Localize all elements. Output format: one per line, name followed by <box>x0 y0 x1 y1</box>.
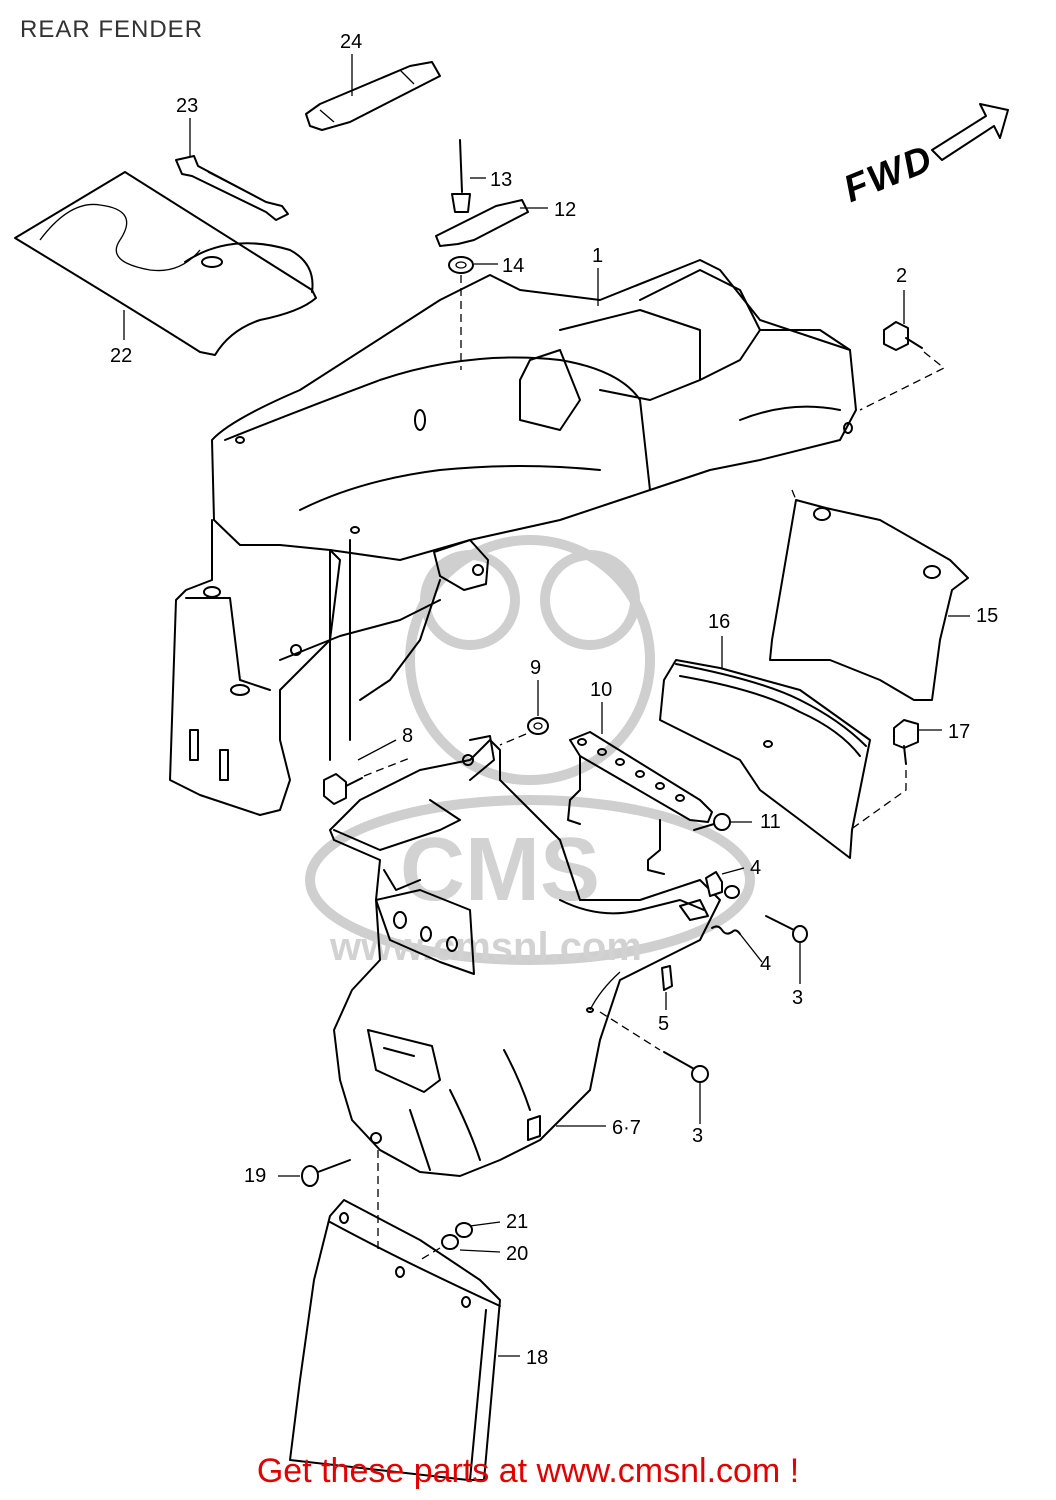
leader-lines <box>123 54 970 1357</box>
callout-9: 9 <box>530 657 541 679</box>
part-2-bolt <box>859 321 946 411</box>
callout-20: 20 <box>506 1243 528 1265</box>
part-16-panel <box>659 659 871 859</box>
part-22-cover <box>14 171 317 356</box>
part-4-clips <box>705 871 741 935</box>
watermark-site: www.cmsnl.com <box>329 925 642 969</box>
callout-6-7: 6·7 <box>612 1117 641 1139</box>
part-24-strap <box>305 61 441 131</box>
callout-17: 17 <box>948 721 970 743</box>
part-5-pin <box>661 965 673 991</box>
part-19-bolt <box>301 1150 379 1250</box>
callout-19: 19 <box>244 1165 266 1187</box>
callout-24: 24 <box>340 31 362 53</box>
part-10-bracket <box>567 731 713 875</box>
callout-12: 12 <box>554 199 576 221</box>
callout-13: 13 <box>490 169 512 191</box>
part-17-bolt <box>849 719 919 831</box>
callout-22: 22 <box>110 345 132 367</box>
callout-2: 2 <box>896 265 907 287</box>
callouts: 24 23 13 12 14 1 2 22 15 16 9 10 17 8 11… <box>110 31 998 1369</box>
callout-10: 10 <box>590 679 612 701</box>
callout-14: 14 <box>502 255 524 277</box>
callout-5: 5 <box>658 1013 669 1035</box>
callout-23: 23 <box>176 95 198 117</box>
callout-1: 1 <box>592 245 603 267</box>
part-15-panel <box>769 489 969 701</box>
callout-3a: 3 <box>792 987 803 1009</box>
part-6-7-fender <box>329 735 740 1177</box>
part-18-mudflap <box>289 1199 501 1481</box>
footer-link[interactable]: Get these parts at www.cmsnl.com ! <box>256 1452 800 1490</box>
callout-16: 16 <box>708 611 730 633</box>
callout-4b: 4 <box>760 953 771 975</box>
part-23-wrench <box>175 155 289 221</box>
callout-18: 18 <box>526 1347 548 1369</box>
fwd-arrow-icon <box>931 103 1009 161</box>
part-1-rear-fender <box>169 259 857 816</box>
parts-20-21 <box>419 1222 473 1261</box>
callout-21: 21 <box>506 1211 528 1233</box>
part-9-nut <box>499 717 549 746</box>
callout-4a: 4 <box>750 857 761 879</box>
callout-15: 15 <box>976 605 998 627</box>
callout-8: 8 <box>402 725 413 747</box>
diagram-title: REAR FENDER <box>20 16 204 43</box>
callout-3b: 3 <box>692 1125 703 1147</box>
parts-12-13-14 <box>435 139 529 370</box>
part-8-bolt <box>323 757 411 805</box>
callout-11: 11 <box>760 811 781 833</box>
